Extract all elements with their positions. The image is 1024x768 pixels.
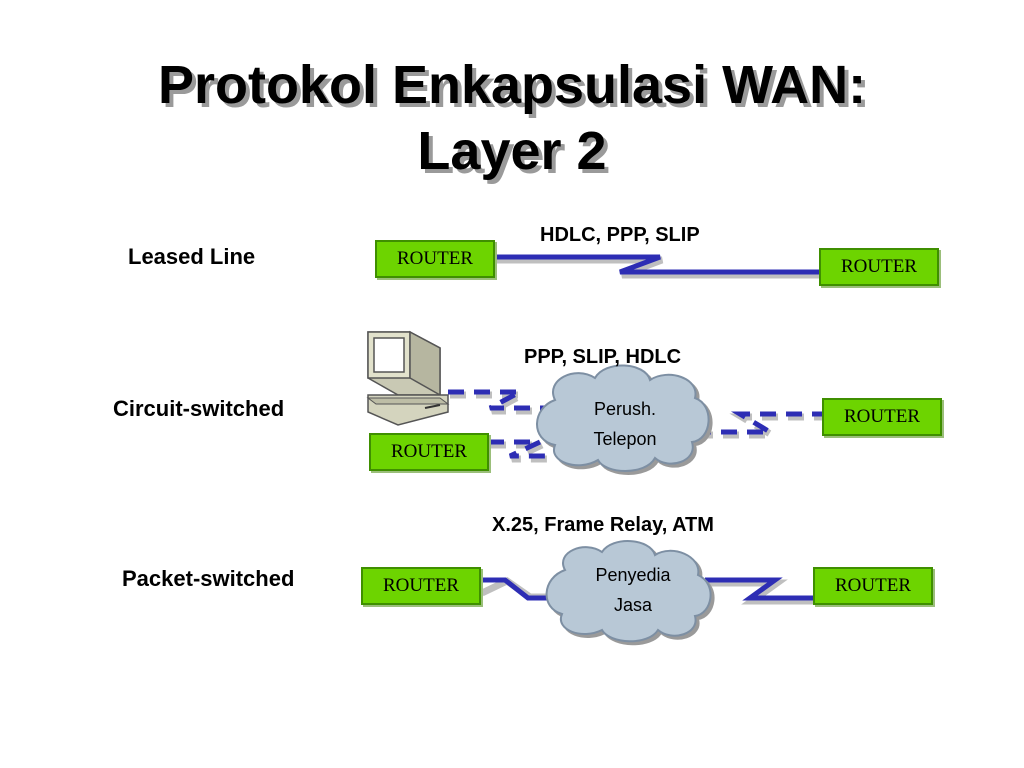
row-label-leased-line: Leased Line bbox=[128, 244, 256, 269]
router-circuit-right: ROUTER bbox=[822, 398, 942, 436]
slide-title: Protokol Enkapsulasi WAN: Layer 2 bbox=[0, 52, 1024, 184]
router-packet-right: ROUTER bbox=[813, 567, 933, 605]
cloud-label-line-1: Penyedia bbox=[595, 565, 671, 585]
router-leased-right: ROUTER bbox=[819, 248, 939, 286]
title-line-1: Protokol Enkapsulasi WAN: bbox=[157, 55, 867, 115]
row-label-packet-switched: Packet-switched bbox=[122, 566, 295, 591]
router-circuit-left: ROUTER bbox=[369, 433, 489, 471]
circuit-switched-links bbox=[448, 389, 824, 463]
cloud-label-line-2: Telepon bbox=[593, 429, 657, 449]
protocols-packet-switched: X.25, Frame Relay, ATM bbox=[492, 514, 714, 536]
row-label-circuit-switched: Circuit-switched bbox=[113, 396, 285, 421]
cloud-label-line-2: Jasa bbox=[613, 595, 653, 615]
protocols-circuit-switched: PPP, SLIP, HDLC bbox=[524, 346, 682, 368]
leased-line-link bbox=[494, 254, 822, 279]
router-packet-left: ROUTER bbox=[361, 567, 481, 605]
phone-company-cloud bbox=[536, 364, 710, 472]
service-provider-cloud bbox=[545, 540, 712, 643]
title-line-2: Layer 2 bbox=[417, 121, 607, 181]
protocols-leased-line: HDLC, PPP, SLIP bbox=[540, 224, 700, 246]
computer-icon bbox=[366, 330, 450, 426]
cloud-label-phone-company: Perush. Telepon bbox=[570, 394, 680, 454]
router-leased-left: ROUTER bbox=[375, 240, 495, 278]
cloud-label-line-1: Perush. bbox=[593, 399, 657, 419]
cloud-label-service-provider: Penyedia Jasa bbox=[578, 560, 688, 620]
